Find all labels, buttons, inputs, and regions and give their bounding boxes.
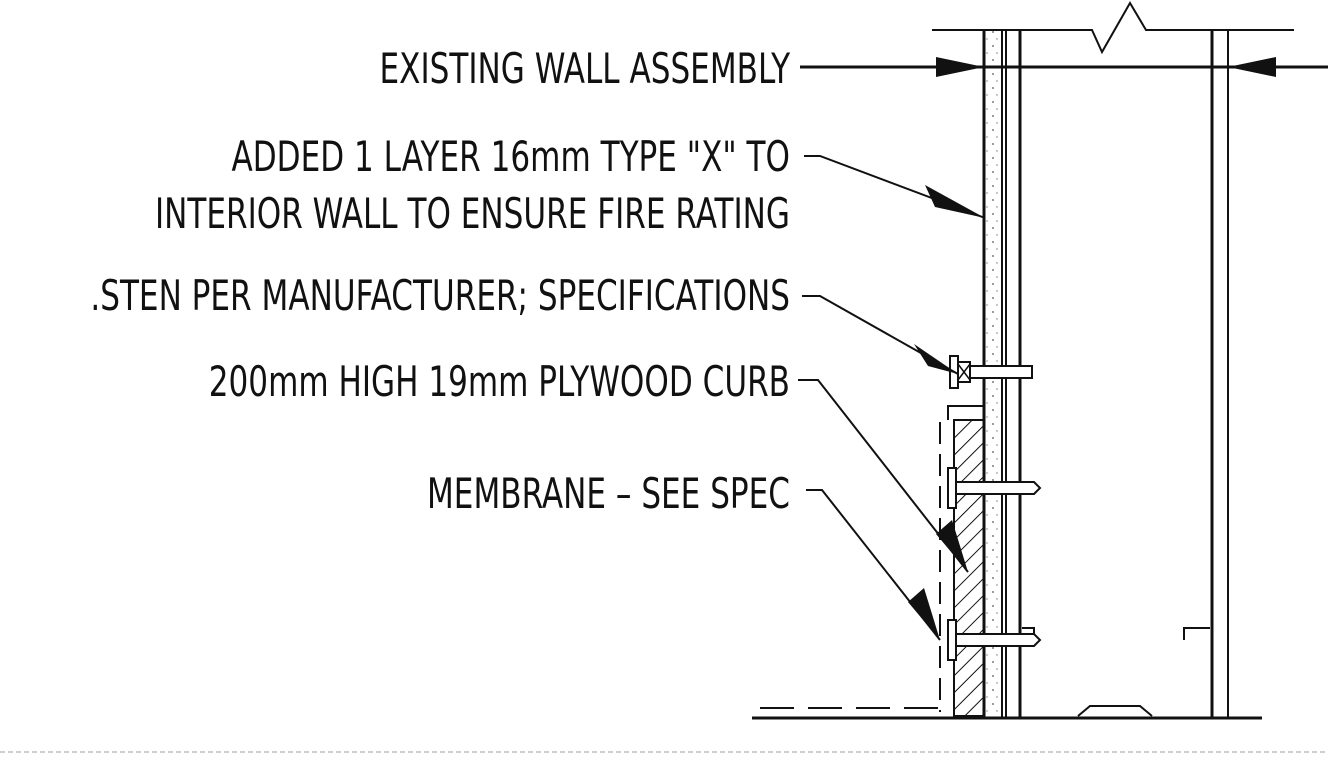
break-line <box>932 1 1294 55</box>
wall-assembly <box>932 1 1294 718</box>
label-fasten-per-manufacturer: .STEN PER MANUFACTURER; SPECIFICATIONS <box>90 271 790 320</box>
leader-added-layer <box>804 155 986 219</box>
fastener-top <box>949 355 1033 389</box>
label-added-layer-line-2: INTERIOR WALL TO ENSURE FIRE RATING <box>155 189 790 238</box>
fastener-middle <box>947 467 1042 509</box>
plywood-curb <box>953 419 985 717</box>
membrane <box>760 405 984 712</box>
leader-membrane <box>806 489 941 641</box>
label-existing-wall-assembly: EXISTING WALL ASSEMBLY <box>380 44 791 93</box>
leader-curb <box>798 379 969 573</box>
leader-fasten <box>802 295 959 375</box>
label-plywood-curb: 200mm HIGH 19mm PLYWOOD CURB <box>209 357 790 406</box>
dimension-line <box>800 57 1328 77</box>
label-added-layer-line-1: ADDED 1 LAYER 16mm TYPE "X" TO <box>231 132 790 181</box>
fastener-bottom <box>947 619 1042 661</box>
label-membrane: MEMBRANE – SEE SPEC <box>427 469 790 518</box>
